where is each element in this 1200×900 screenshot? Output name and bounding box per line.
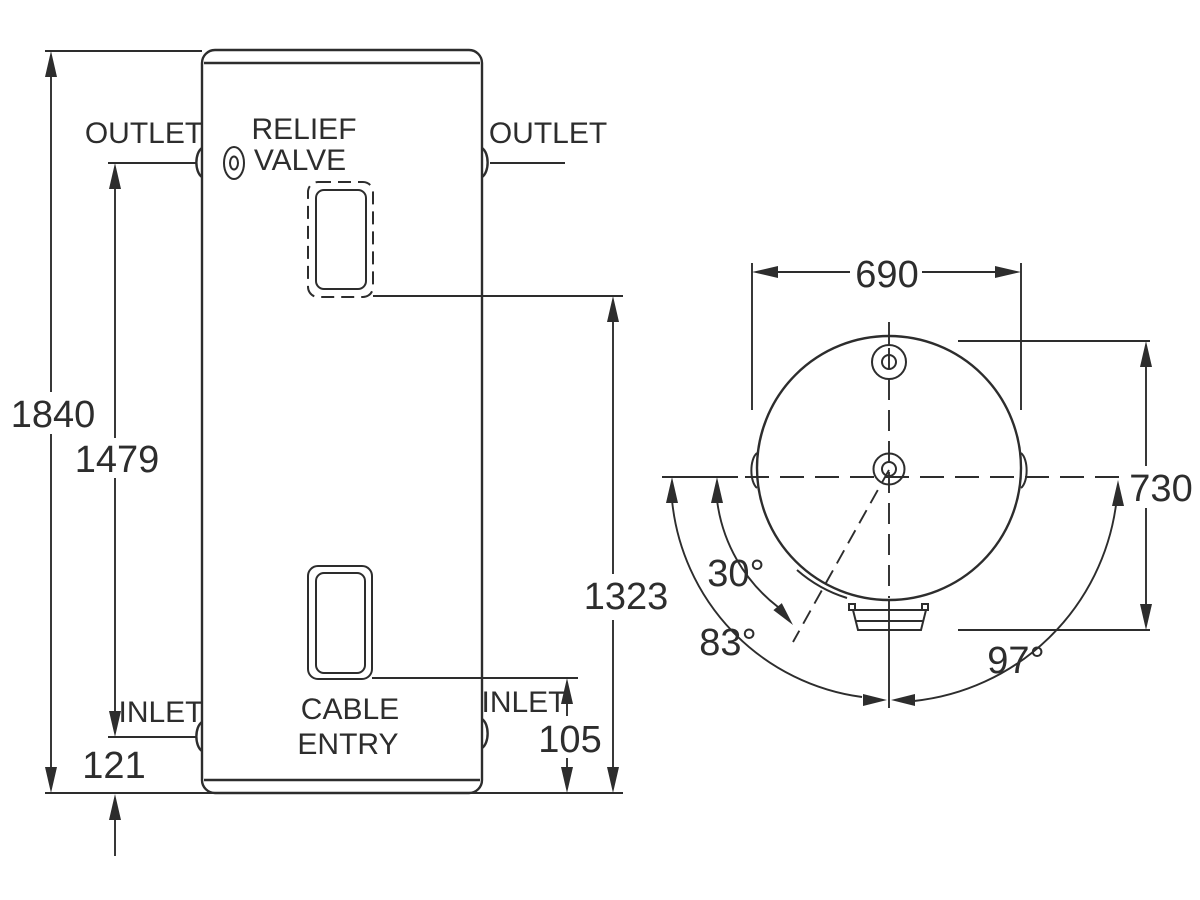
dim-text-1840: 1840: [11, 394, 96, 436]
cable-entry-inner: [315, 572, 366, 674]
relief-cutout-dashed-outline: [307, 181, 374, 298]
top-view-left-boss: [750, 452, 758, 489]
dimension-width-690: 690: [751, 254, 1022, 410]
arrow-up-icon: [1140, 341, 1152, 367]
dim-text-690: 690: [855, 254, 918, 296]
top-view-tank-circle: [755, 334, 1023, 602]
relief-cutout-cover: [315, 189, 367, 290]
centerlines: [662, 322, 1124, 708]
dim-text-105: 105: [538, 719, 601, 761]
arrow-up-icon: [1112, 480, 1124, 506]
outlet-left-label: OUTLET: [85, 117, 203, 150]
arrow-left-icon: [891, 694, 915, 706]
angled-boss-arc: [796, 569, 848, 599]
arc-97: [913, 504, 1117, 702]
arrow-down-icon: [109, 711, 121, 737]
arrow-up-icon: [109, 163, 121, 189]
dimension-depth-730: 730: [958, 340, 1193, 631]
angled-centerline-dashed: [792, 469, 890, 643]
arrow-up-icon: [109, 794, 121, 820]
arrow-down-icon: [561, 767, 573, 793]
arrow-up-icon: [607, 296, 619, 322]
cable-entry-label-line1: CABLE: [301, 693, 399, 726]
relief-valve-fitting: [223, 146, 245, 180]
dimension-cable-entry-height: 105: [538, 678, 602, 793]
relief-valve-label-line2: VALVE: [254, 144, 346, 177]
top-view: 690 730 30° 83°: [662, 254, 1193, 708]
outlet-right-label: OUTLET: [489, 117, 607, 150]
cable-entry-outer: [307, 565, 373, 680]
angle-text-30: 30°: [707, 553, 764, 595]
arrow-up-icon: [666, 477, 678, 503]
arrow-diagonal-icon: [773, 603, 793, 625]
inlet-port-left: [195, 721, 203, 752]
relief-valve-label-line1: RELIEF: [251, 113, 356, 146]
cable-entry-label-line2: ENTRY: [297, 728, 398, 761]
arrow-right-icon: [863, 694, 887, 706]
outlet-port-left: [195, 147, 203, 178]
outlet-port-right: [481, 147, 489, 178]
relief-valve-port-outer: [223, 146, 245, 180]
dim-text-1323: 1323: [584, 576, 669, 618]
relief-valve-cutout: [307, 181, 374, 298]
arrow-up-icon: [45, 51, 57, 77]
dimension-overall-height: 1840: [11, 51, 96, 793]
arrow-down-icon: [607, 767, 619, 793]
angle-text-83: 83°: [699, 622, 756, 664]
inlet-left-label: INLET: [118, 696, 203, 729]
dimension-outlet-to-inlet: 1479: [75, 163, 160, 737]
front-view: 1840 1479 121 105: [11, 48, 669, 856]
bottom-boss: [848, 603, 929, 631]
dim-text-1479: 1479: [75, 439, 160, 481]
dimension-relief-height: 1323: [584, 296, 669, 793]
inlet-port-right: [481, 718, 489, 749]
dim-text-121: 121: [82, 745, 145, 787]
arrow-up-icon: [711, 477, 723, 503]
relief-valve-port-inner: [229, 155, 239, 171]
angle-dimensions: 30° 83° 97°: [666, 477, 1124, 706]
cable-entry-cover: [307, 565, 373, 680]
arrow-up-icon: [561, 678, 573, 704]
arc-83: [671, 499, 863, 698]
dim-text-730: 730: [1129, 468, 1192, 510]
reference-lines: [45, 50, 623, 794]
arc-30: [716, 499, 779, 608]
angle-text-97: 97°: [987, 640, 1044, 682]
dimension-inlet-height: 121: [82, 745, 146, 856]
arrow-down-icon: [1140, 604, 1152, 630]
tank-ports: [195, 147, 489, 752]
inlet-right-label: INLET: [481, 686, 566, 719]
arrow-down-icon: [45, 767, 57, 793]
top-view-right-boss: [1020, 452, 1028, 489]
arrow-left-icon: [752, 266, 778, 278]
arrow-right-icon: [995, 266, 1021, 278]
